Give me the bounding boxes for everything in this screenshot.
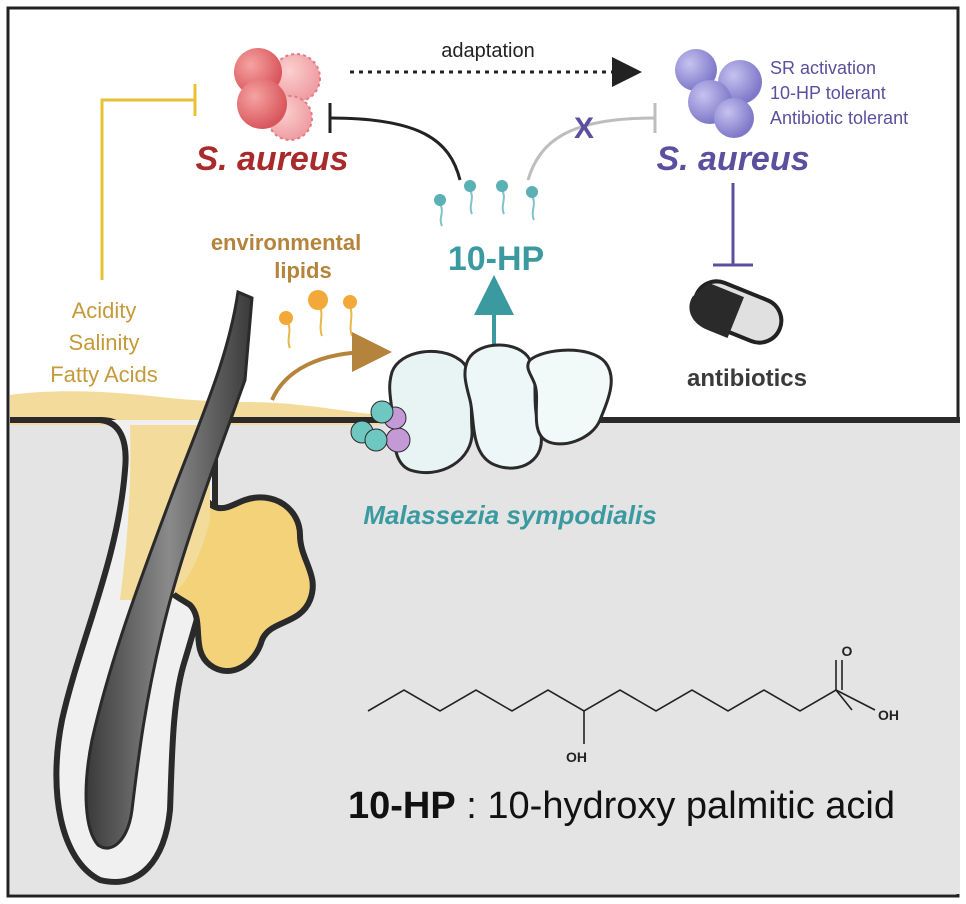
hp10-label: 10-HP [448,240,544,278]
budding-cells [350,400,411,453]
stressor-salinity: Salinity [69,330,140,355]
malassezia-cells [388,343,613,475]
hp-inhibit-line [329,116,462,181]
caption-bold: 10-HP [348,785,456,827]
s-aureus-sensitive-cluster [234,48,321,141]
s-aureus-sensitive-label: S. aureus [195,140,348,178]
antibiotic-pill-icon [689,279,784,345]
adaptation-label: adaptation [441,40,534,62]
blocked-mark: X [574,112,594,145]
env-lipid-molecules [279,290,357,349]
s-aureus-tolerant-cluster [675,49,762,138]
stress-inhibit-line [100,98,195,280]
hp10-molecules [439,189,535,227]
tolerance-line-1: SR activation [770,58,876,78]
tolerance-line-3: Antibiotic tolerant [770,108,908,128]
hp-blocked-line [526,116,656,181]
stressor-acidity: Acidity [72,298,137,323]
env-lipids-line-2: lipids [274,258,331,283]
sebum-layer [10,391,380,425]
malassezia-label: Malassezia sympodialis [363,500,656,530]
tolerance-line-2: 10-HP tolerant [770,83,886,103]
chemical-structure [367,660,876,744]
s-aureus-tolerant-label: S. aureus [656,140,809,178]
caption: 10-HP : 10-hydroxy palmitic acid [348,785,895,827]
stressor-fatty-acids: Fatty Acids [50,362,158,387]
lipid-uptake-arrow [270,332,392,401]
hair-shaft [84,289,254,850]
caption-rest: : 10-hydroxy palmitic acid [456,785,895,827]
hp10-heads [434,180,538,206]
chem-oh-bottom-label: OH [566,749,587,765]
chem-o-label: O [842,643,853,659]
antibiotics-label: antibiotics [687,365,807,392]
chem-oh-right-label: OH [878,707,899,723]
env-lipids-line-1: environmental [211,230,361,255]
